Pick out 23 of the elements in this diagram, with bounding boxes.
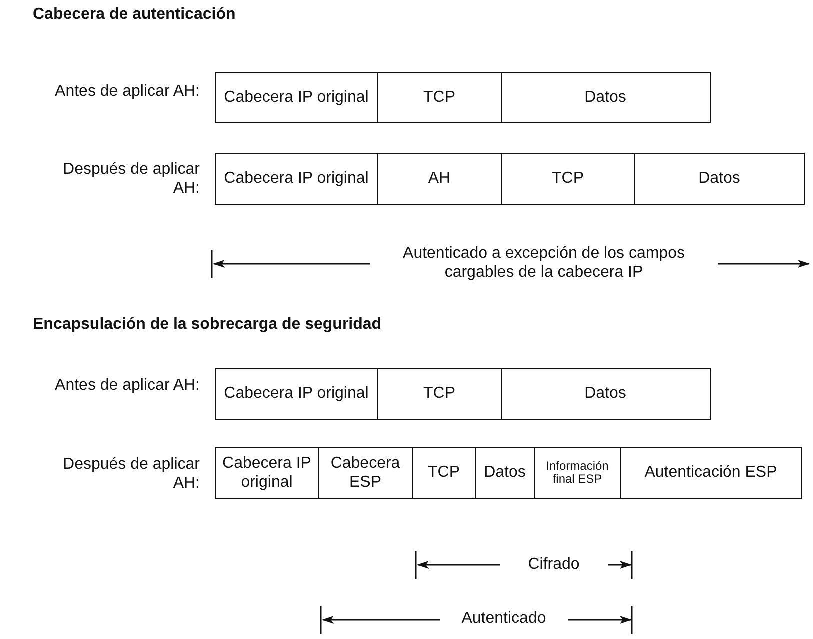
packet-field: Datos [500,368,710,420]
packet-field: TCP [377,72,502,123]
packet-field: Cabecera ESP [318,447,413,499]
packet-field: Información final ESP [534,447,622,499]
packet-field: Cabecera IP original [214,153,378,205]
packet-field: Cabecera IP original [214,447,320,499]
packet-field: Datos [634,153,805,205]
row-label: Antes de aplicar AH: [54,376,200,396]
packet-field: TCP [377,368,502,420]
packet-field: TCP [500,153,636,205]
packet-field: Datos [475,447,535,499]
packet-field: Cabecera IP original [214,72,378,123]
row-label: Antes de aplicar AH: [54,82,200,102]
row-label: Después de aplicar AH: [62,160,200,198]
packet-field: AH [377,153,502,205]
packet-field: Autenticación ESP [620,447,802,499]
packet-field: Datos [500,72,710,123]
packet-field: TCP [412,447,476,499]
row-label: Después de aplicar AH: [62,455,200,494]
section-heading: Encapsulación de la sobrecarga de seguridad [33,316,382,334]
packet-field: Cabecera IP original [214,368,378,420]
section-heading: Cabecera de autenticación [33,6,236,24]
dimension-label: Autenticado a excepción de los campos cargables de la cabecera IP [370,244,718,282]
